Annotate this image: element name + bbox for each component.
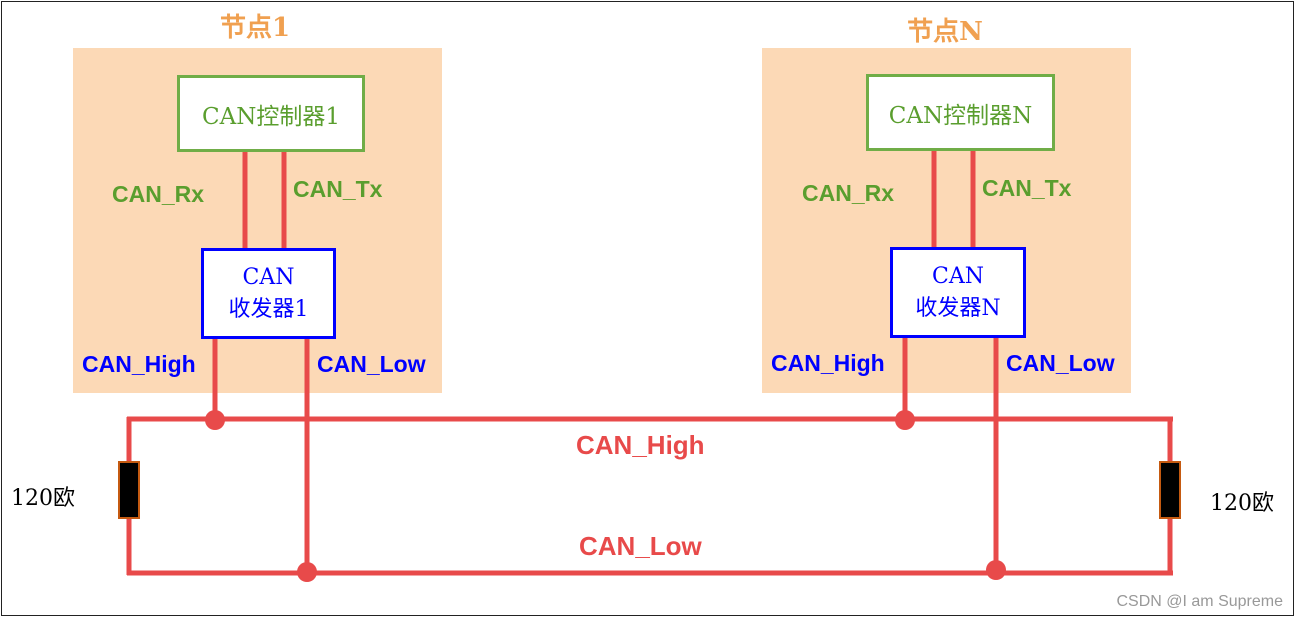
resistor-left-label: 120欧: [11, 486, 75, 511]
node1-transceiver-line1: CAN: [242, 264, 295, 290]
node1-high-label: CAN_High: [82, 351, 196, 377]
bus-low-label: CAN_Low: [579, 531, 702, 561]
nodeN-transceiver-line1: CAN: [932, 263, 984, 289]
node1-tx-label: CAN_Tx: [293, 176, 383, 202]
nodeN-transceiver-box: CAN 收发器N: [890, 247, 1026, 338]
resistor-right: [1159, 461, 1181, 519]
bus-high-label: CAN_High: [576, 430, 705, 460]
nodeN-transceiver-line2: 收发器N: [915, 295, 1001, 321]
node1-controller-box: CAN控制器1: [177, 75, 365, 152]
watermark: CSDN @I am Supreme: [1116, 593, 1283, 610]
nodeN-high-label: CAN_High: [771, 350, 885, 376]
node1-transceiver-line2: 收发器1: [228, 296, 309, 322]
resistor-left: [118, 461, 140, 519]
junction-nodeN-high: [895, 410, 915, 430]
junction-nodeN-low: [986, 560, 1006, 580]
nodeN-rx-label: CAN_Rx: [802, 180, 895, 206]
node1-rx-label: CAN_Rx: [112, 181, 205, 207]
resistor-right-label: 120欧: [1210, 491, 1274, 516]
node1-low-label: CAN_Low: [317, 351, 426, 377]
junction-node1-low: [297, 562, 317, 582]
node1-controller-label: CAN控制器1: [202, 103, 340, 130]
nodeN-controller-label: CAN控制器N: [888, 102, 1033, 129]
junctions: [205, 410, 1006, 582]
nodeN-controller-box: CAN控制器N: [866, 74, 1055, 151]
node1-title: 节点1: [219, 13, 291, 43]
nodeN-tx-label: CAN_Tx: [982, 175, 1072, 201]
nodeN-title: 节点N: [907, 17, 983, 47]
node1-transceiver-box: CAN 收发器1: [201, 248, 336, 339]
nodeN-low-label: CAN_Low: [1006, 350, 1115, 376]
junction-node1-high: [205, 410, 225, 430]
